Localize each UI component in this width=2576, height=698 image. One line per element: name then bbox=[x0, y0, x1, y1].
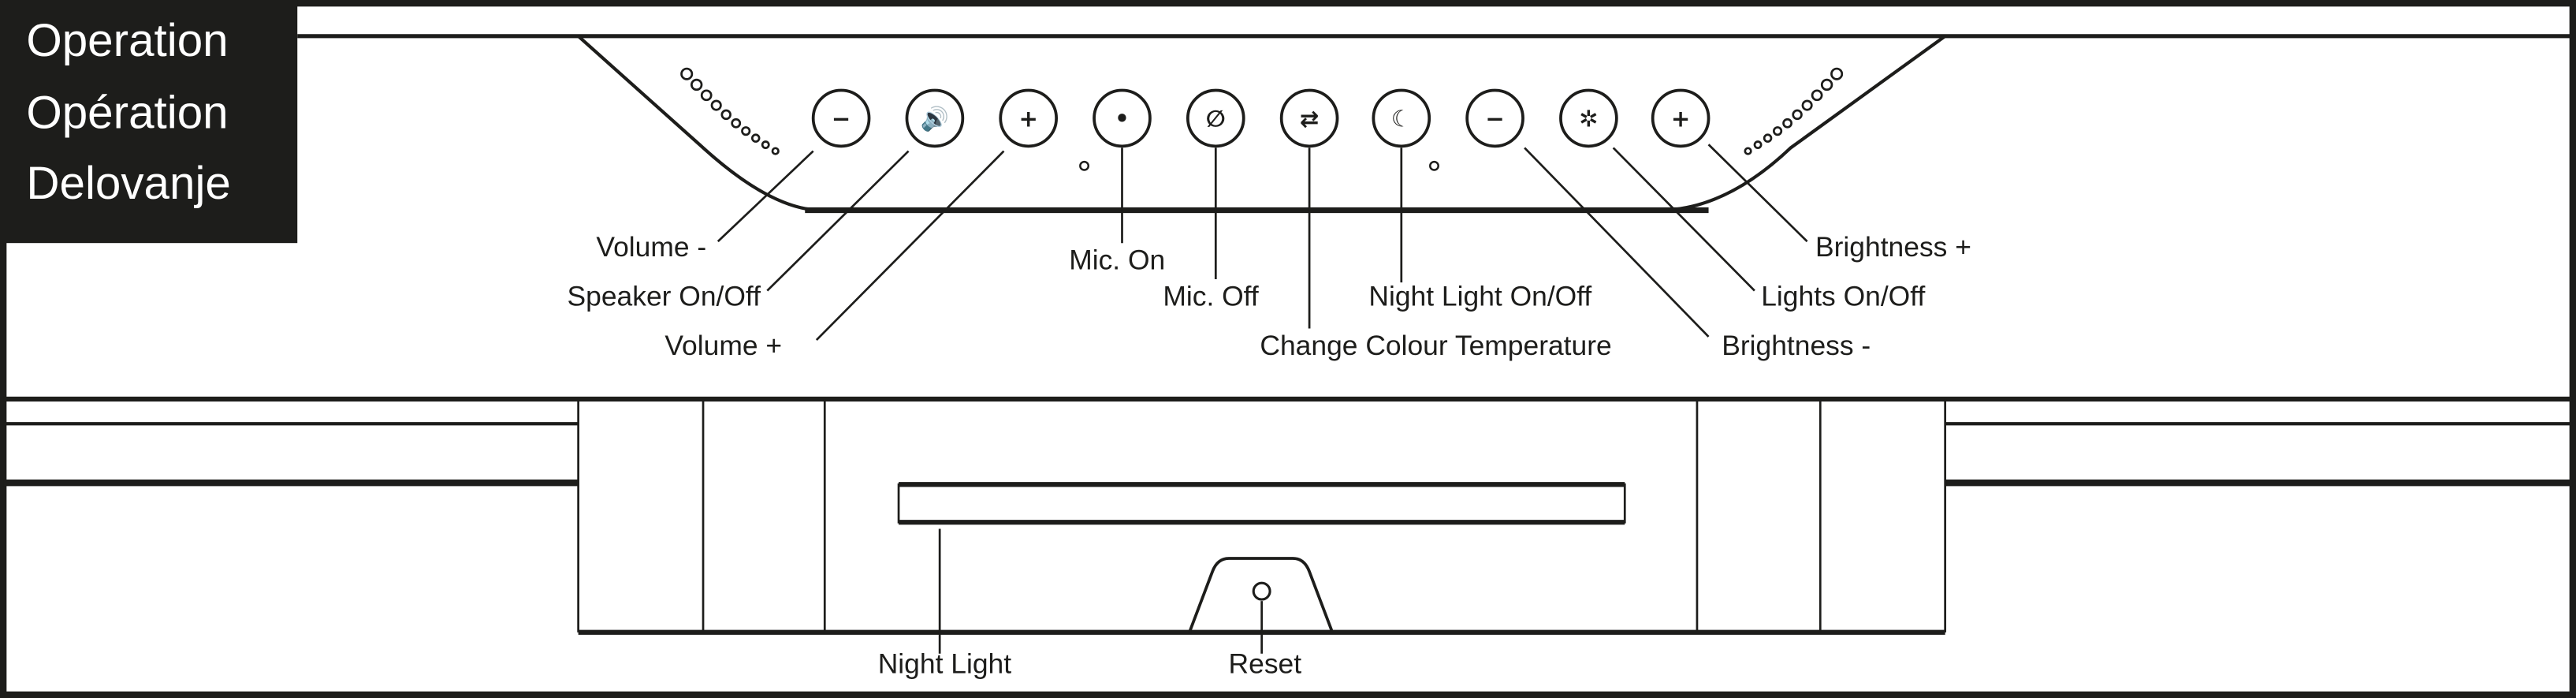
level-dot bbox=[1811, 89, 1823, 102]
label-lights-toggle: Lights On/Off bbox=[1761, 280, 1925, 312]
level-dot bbox=[710, 99, 722, 111]
speaker-icon: 🔊 bbox=[921, 104, 949, 133]
colour-temperature-button[interactable]: ⇄ bbox=[1279, 88, 1339, 148]
level-dot bbox=[690, 78, 703, 91]
night-light-strip bbox=[897, 482, 1626, 525]
level-dot bbox=[1753, 140, 1763, 149]
mic-off-button-ring[interactable] bbox=[1186, 88, 1245, 148]
brightness-up-button-ring[interactable] bbox=[1651, 88, 1711, 148]
lights-toggle-button[interactable]: ✲ bbox=[1559, 88, 1618, 148]
volume-down-button[interactable]: − bbox=[811, 88, 871, 148]
level-dot bbox=[750, 133, 761, 143]
reset-button[interactable] bbox=[1252, 581, 1271, 601]
minus-icon: − bbox=[832, 105, 851, 132]
level-dot bbox=[1763, 133, 1773, 143]
volume-level-dots bbox=[680, 67, 780, 155]
side-rails bbox=[3, 422, 2573, 487]
label-volume-up: Volume + bbox=[664, 330, 782, 361]
reset-housing bbox=[1188, 557, 1335, 633]
level-dot bbox=[680, 67, 694, 80]
level-dot bbox=[731, 118, 742, 129]
level-dot bbox=[1744, 147, 1752, 155]
title-line-en: Operation bbox=[26, 15, 228, 66]
moon-icon: ☾ bbox=[1391, 105, 1412, 132]
control-panel-outline bbox=[577, 35, 1946, 212]
label-mic-off: Mic. Off bbox=[1163, 280, 1259, 312]
mic-on-button-ring[interactable] bbox=[1093, 88, 1152, 148]
label-reset: Reset bbox=[1229, 648, 1302, 680]
volume-up-button-ring[interactable] bbox=[999, 88, 1059, 148]
mic-on-button[interactable]: • bbox=[1093, 88, 1152, 148]
label-brightness-down: Brightness - bbox=[1722, 330, 1871, 361]
night-light-toggle-button-ring[interactable] bbox=[1372, 88, 1431, 148]
mic-indicator-led bbox=[1079, 160, 1090, 171]
label-night-light-toggle: Night Light On/Off bbox=[1368, 280, 1591, 312]
brightness-level-dots bbox=[1744, 67, 1844, 155]
title-line-fr: Opération bbox=[26, 87, 228, 138]
dot-icon: • bbox=[1115, 105, 1130, 132]
volume-up-button[interactable]: + bbox=[999, 88, 1059, 148]
level-dot bbox=[741, 126, 751, 136]
lights-toggle-button-ring[interactable] bbox=[1559, 88, 1618, 148]
leader-lines bbox=[717, 144, 1808, 341]
level-dot bbox=[1782, 118, 1792, 129]
plus-icon: + bbox=[1671, 105, 1690, 132]
colour-temperature-button-ring[interactable] bbox=[1279, 88, 1339, 148]
label-night-light: Night Light bbox=[878, 648, 1012, 680]
label-volume-down: Volume - bbox=[596, 231, 706, 263]
level-dot bbox=[761, 140, 770, 149]
level-dot bbox=[1801, 99, 1813, 111]
night-light-toggle-button[interactable]: ☾ bbox=[1372, 88, 1431, 148]
light-indicator-led bbox=[1429, 160, 1439, 171]
level-dot bbox=[1773, 126, 1783, 136]
mic-off-button[interactable]: ∅ bbox=[1186, 88, 1245, 148]
title-line-sl: Delovanje bbox=[26, 158, 231, 209]
level-dot bbox=[720, 109, 731, 121]
label-brightness-up: Brightness + bbox=[1815, 231, 1971, 263]
level-dot bbox=[1820, 78, 1833, 91]
minus-icon: − bbox=[1485, 105, 1504, 132]
brightness-down-button[interactable]: − bbox=[1465, 88, 1524, 148]
label-mic-on: Mic. On bbox=[1069, 244, 1165, 276]
title-box: Operation Opération Delovanje bbox=[0, 0, 298, 244]
brightness-down-button-ring[interactable] bbox=[1465, 88, 1524, 148]
level-dot bbox=[700, 89, 713, 102]
plus-icon: + bbox=[1018, 105, 1037, 132]
mic-off-icon: ∅ bbox=[1206, 105, 1226, 132]
label-colour-temperature: Change Colour Temperature bbox=[1260, 330, 1611, 361]
volume-down-button-ring[interactable] bbox=[811, 88, 871, 148]
level-dot bbox=[1830, 67, 1844, 80]
sun-icon: ✲ bbox=[1579, 105, 1598, 132]
speaker-toggle-button[interactable]: 🔊 bbox=[905, 88, 965, 148]
level-dot bbox=[1792, 109, 1803, 121]
speaker-toggle-button-ring[interactable] bbox=[905, 88, 965, 148]
swap-arrows-icon: ⇄ bbox=[1300, 105, 1319, 132]
level-dot bbox=[771, 147, 780, 155]
brightness-up-button[interactable]: + bbox=[1651, 88, 1711, 148]
label-speaker-toggle: Speaker On/Off bbox=[568, 280, 761, 312]
